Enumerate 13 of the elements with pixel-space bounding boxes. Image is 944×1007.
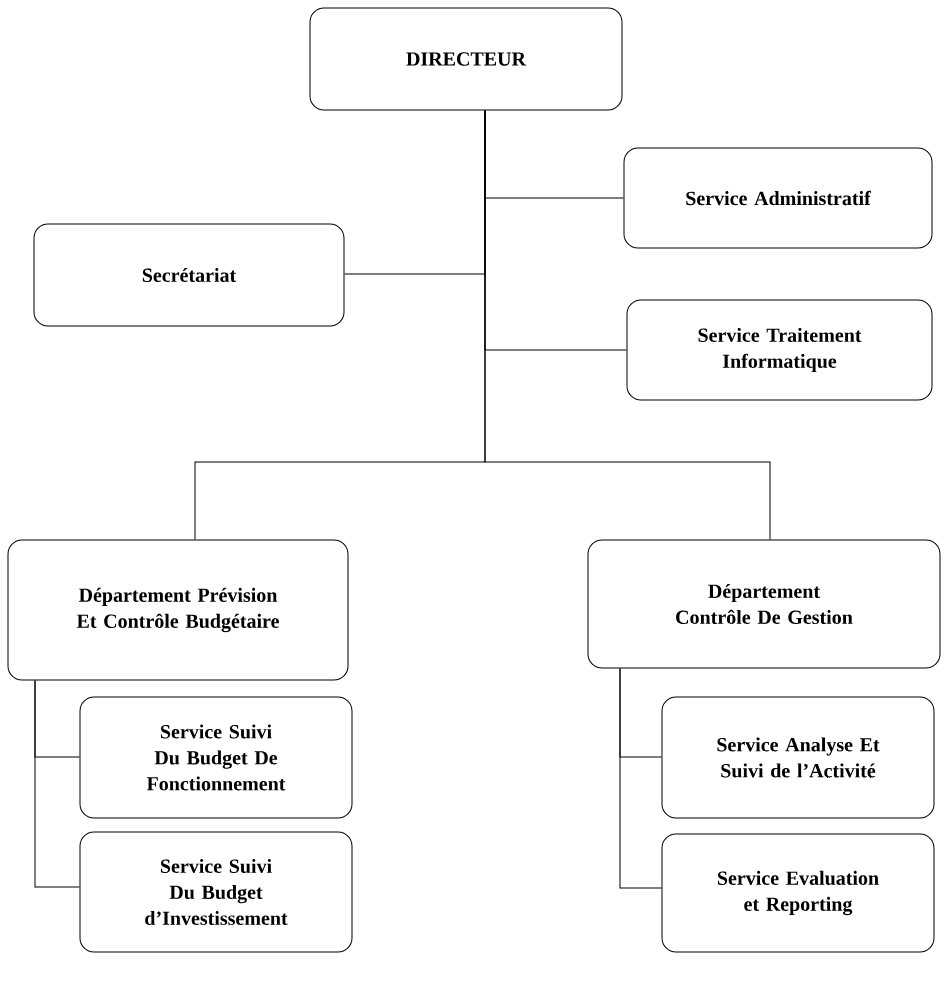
org-box: DIRECTEUR (309, 7, 623, 111)
org-box: Service Evaluation et Reporting (661, 833, 935, 953)
org-box: Service Administratif (623, 147, 933, 249)
connector-line (484, 110, 771, 540)
org-box: Département Prévision Et Contrôle Budgétaire (7, 539, 349, 681)
org-box: Service Traitement Informatique (626, 299, 933, 401)
org-box: Service Analyse Et Suivi de l’Activité (661, 696, 935, 819)
connector-line (34, 680, 80, 888)
org-box: Service Suivi Du Budget d’Investissement (79, 831, 353, 953)
org-box: Service Suivi Du Budget De Fonctionnement (79, 696, 353, 819)
org-box: Département Contrôle De Gestion (587, 539, 941, 669)
connector-line (619, 668, 662, 889)
org-box: Secrétariat (33, 223, 345, 327)
